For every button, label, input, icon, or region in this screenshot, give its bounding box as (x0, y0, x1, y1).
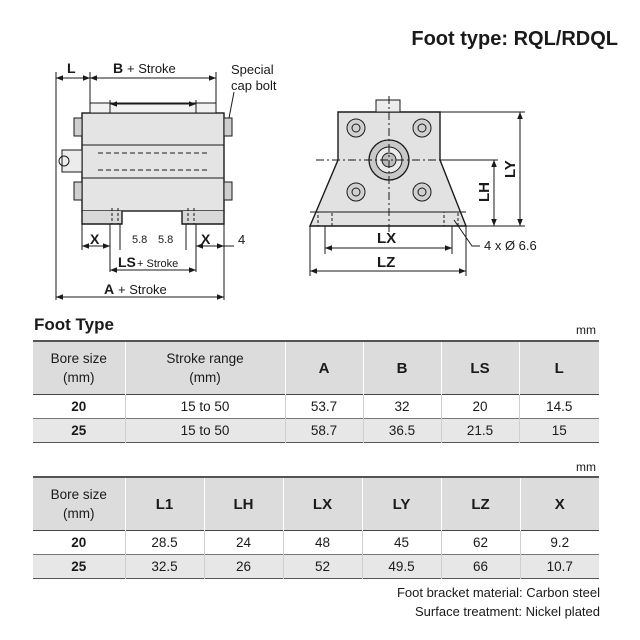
piston-rod (61, 149, 83, 173)
label-lx: LX (377, 230, 396, 247)
table-row: 25 15 to 50 58.7 36.5 21.5 15 (33, 418, 599, 443)
bolt-head (73, 181, 83, 201)
cell-lx: 52 (282, 554, 362, 579)
label-5-8-a: 5.8 (132, 234, 147, 246)
header-b: B (362, 341, 441, 395)
dimension-drawing: L B + Stroke Special cap bolt X 5.8 5.8 … (55, 60, 537, 300)
label-l: L (67, 60, 76, 76)
page-title: Foot type: RQL/RDQL (411, 28, 618, 50)
header-stroke-range: Stroke range(mm) (124, 341, 285, 395)
section-title: Foot Type (34, 315, 114, 334)
bolt-head (73, 117, 83, 137)
cell-ls: 21.5 (440, 418, 519, 443)
mounting-hole (346, 182, 366, 202)
label-ls: LS (118, 254, 136, 270)
end-view (308, 96, 525, 276)
label-4: 4 (238, 232, 245, 247)
header-lh: LH (203, 477, 283, 531)
header-bore-size: Bore size(mm) (33, 341, 125, 395)
header-lx: LX (282, 477, 362, 531)
cell-x: 9.2 (519, 530, 599, 555)
header-l1-text: L1 (155, 495, 174, 513)
cell-bore: 20 (71, 535, 87, 550)
cell-stroke-range: 15 to 50 (124, 418, 285, 443)
label-ly: LY (502, 160, 519, 178)
cell-ly: 45 (361, 530, 441, 555)
table-row: 20 28.5 24 48 45 62 9.2 (33, 530, 599, 555)
table-row: 20 15 to 50 53.7 32 20 14.5 (33, 394, 599, 419)
label-x-left: X (90, 231, 100, 247)
top-port (375, 99, 401, 113)
mounting-hole (346, 118, 366, 138)
cell-stroke-range: 15 to 50 (124, 394, 285, 419)
label-lh: LH (476, 182, 493, 202)
table-header-row: Bore size(mm) L1 LH LX LY LZ X (33, 477, 599, 531)
header-l1: L1 (124, 477, 204, 531)
bolt-head (223, 181, 233, 201)
header-x: X (519, 477, 599, 531)
rod-end (58, 155, 70, 167)
cell-lz: 66 (440, 554, 520, 579)
cell-bore: 20 (71, 399, 87, 414)
label-lz: LZ (377, 254, 395, 271)
foot-type-table-2: Bore size(mm) L1 LH LX LY LZ X 20 28.5 2… (33, 476, 599, 579)
header-ls: LS (440, 341, 519, 395)
mounting-hole (412, 182, 432, 202)
cylinder-body (81, 112, 225, 212)
cell-ls: 20 (440, 394, 519, 419)
side-view-labels: L B + Stroke Special cap bolt X 5.8 5.8 … (67, 60, 277, 297)
unit-label: mm (576, 460, 596, 474)
cell-a: 53.7 (284, 394, 363, 419)
cell-bore: 25 (71, 559, 87, 574)
header-a: A (284, 341, 363, 395)
label-a: A (104, 281, 114, 297)
cell-lz: 62 (440, 530, 520, 555)
cell-lh: 26 (203, 554, 283, 579)
label-special: Special (231, 62, 274, 77)
cell-x: 10.7 (519, 554, 599, 579)
label-b-stroke: + Stroke (127, 61, 176, 76)
cell-l: 15 (518, 418, 599, 443)
header-lz: LZ (440, 477, 520, 531)
cell-lx: 48 (282, 530, 362, 555)
foot-slot (443, 211, 459, 227)
note-surface-treatment: Surface treatment: Nickel plated (415, 604, 600, 619)
label-holes: 4 x Ø 6.6 (484, 238, 537, 253)
side-view (55, 72, 235, 300)
cell-l: 14.5 (518, 394, 599, 419)
cell-l1: 28.5 (124, 530, 204, 555)
cell-l1: 32.5 (124, 554, 204, 579)
special-cap-bolt (223, 117, 233, 137)
unit-label: mm (576, 323, 596, 337)
table-header-row: Bore size(mm) Stroke range(mm) A B LS L (33, 341, 599, 395)
label-5-8-b: 5.8 (158, 234, 173, 246)
label-b: B (113, 60, 123, 76)
cell-b: 32 (362, 394, 441, 419)
header-l: L (518, 341, 599, 395)
cell-a: 58.7 (284, 418, 363, 443)
label-ls-stroke: + Stroke (137, 258, 178, 270)
cell-ly: 49.5 (361, 554, 441, 579)
foot-bracket-right (181, 211, 225, 225)
table-row: 25 32.5 26 52 49.5 66 10.7 (33, 554, 599, 579)
note-bracket-material: Foot bracket material: Carbon steel (396, 585, 600, 600)
foot-bracket-left (81, 211, 123, 225)
header-bore-size: Bore size(mm) (33, 477, 125, 531)
cell-bore: 25 (71, 423, 87, 438)
mounting-hole (412, 118, 432, 138)
end-view-labels: LX LZ 4 x Ø 6.6 LY LH (377, 160, 537, 271)
label-cap-bolt: cap bolt (231, 78, 277, 93)
cell-b: 36.5 (362, 418, 441, 443)
header-ly: LY (361, 477, 441, 531)
cell-lh: 24 (203, 530, 283, 555)
label-a-stroke: + Stroke (118, 282, 167, 297)
label-x-right: X (201, 231, 211, 247)
foot-type-table-1: Bore size(mm) Stroke range(mm) A B LS L … (33, 340, 599, 443)
